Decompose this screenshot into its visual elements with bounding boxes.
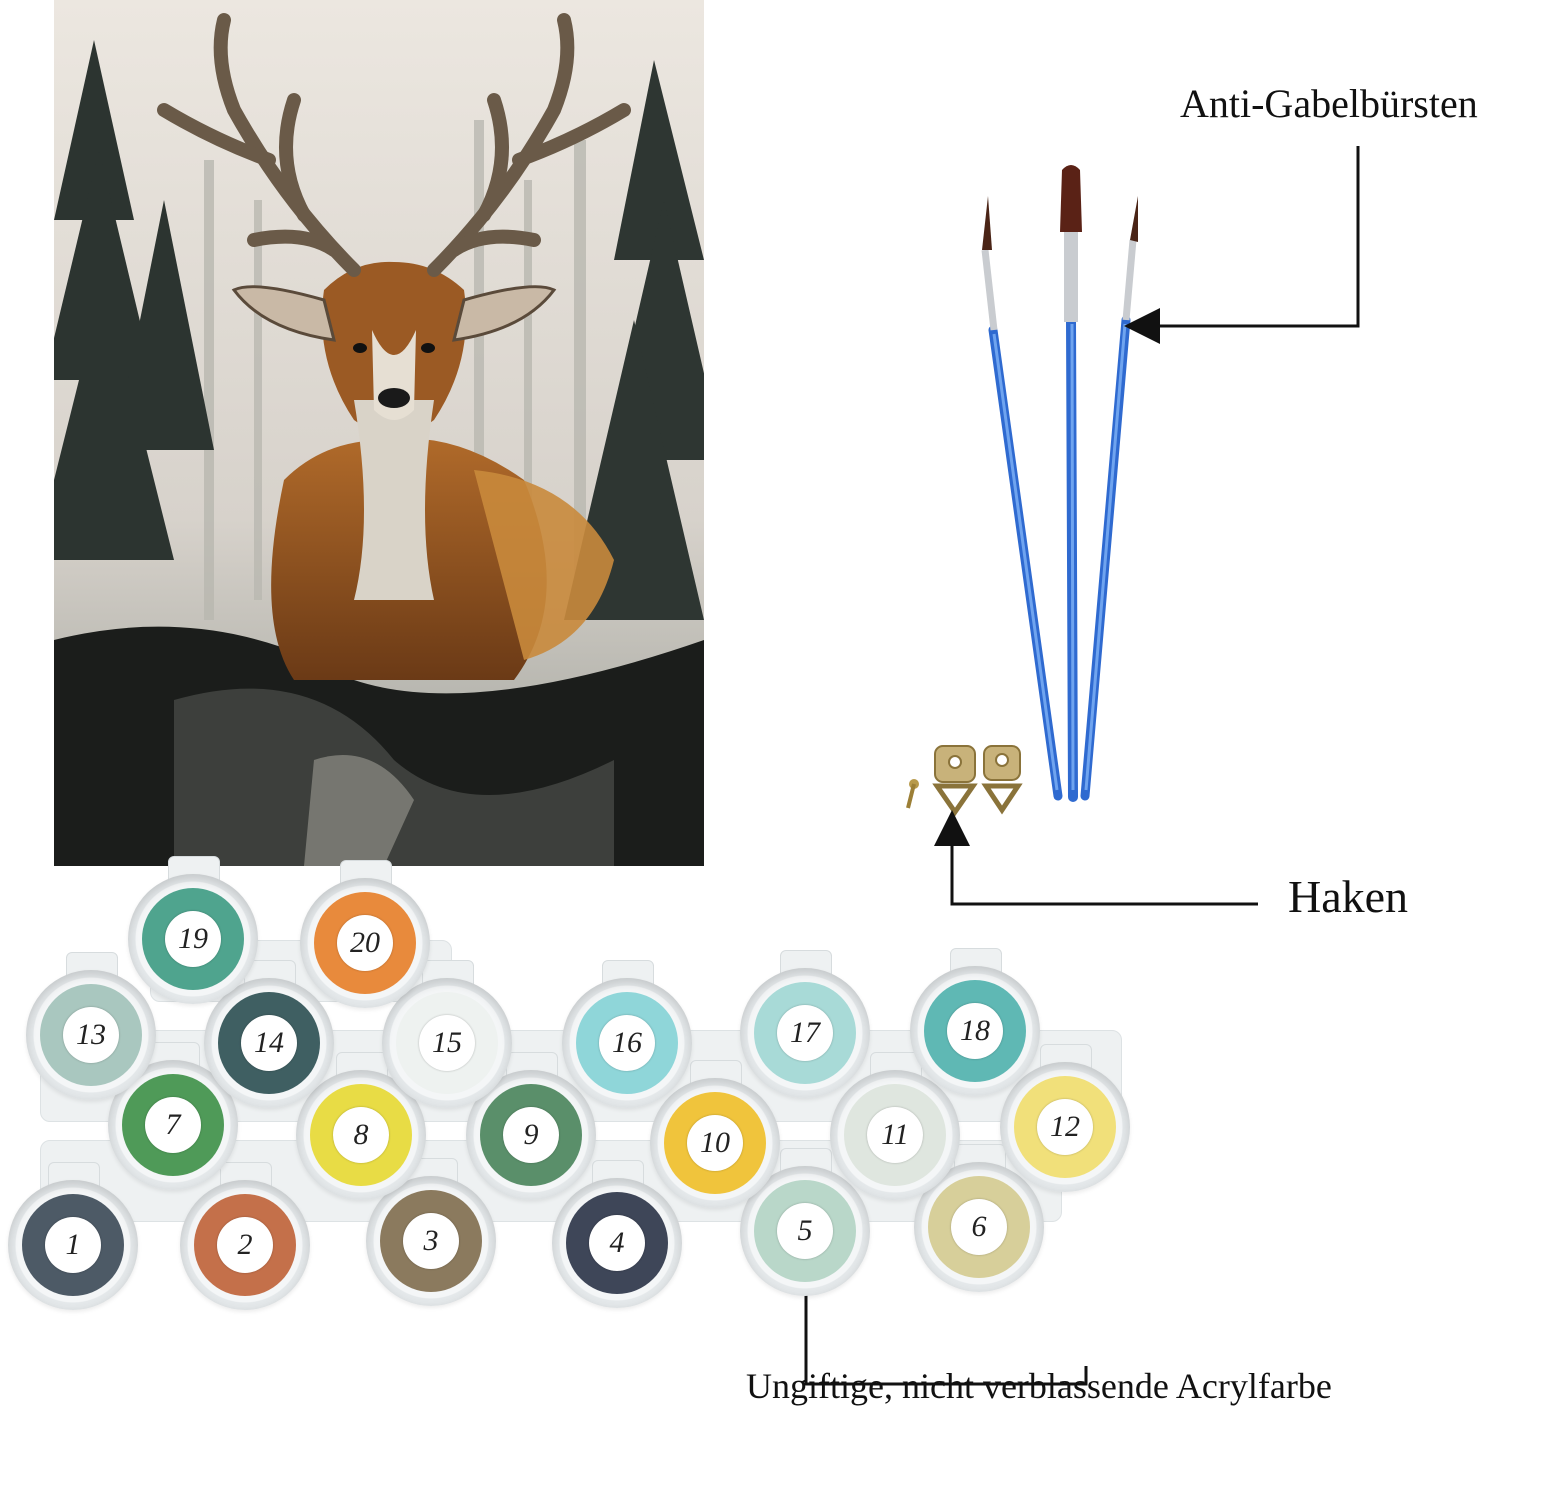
paint-pot-number: 19 bbox=[165, 911, 221, 967]
paint-pot-number: 5 bbox=[777, 1203, 833, 1259]
paint-pot: 19 bbox=[128, 856, 258, 1004]
triangle-hook-icon bbox=[932, 745, 978, 817]
paint-pot: 14 bbox=[204, 960, 334, 1108]
paint-pot: 2 bbox=[180, 1162, 310, 1310]
hooks-label: Haken bbox=[1288, 871, 1409, 922]
paint-pot-number: 16 bbox=[599, 1015, 655, 1071]
paint-pot-number: 18 bbox=[947, 1003, 1003, 1059]
paint-pot: 18 bbox=[910, 948, 1040, 1096]
triangle-hook-icon bbox=[981, 745, 1023, 815]
paint-pot: 15 bbox=[382, 960, 512, 1108]
round-brush-left-icon bbox=[981, 196, 1063, 801]
paint-pot-number: 9 bbox=[503, 1107, 559, 1163]
paint-pot-number: 1 bbox=[45, 1217, 101, 1273]
paint-pot-number: 20 bbox=[337, 915, 393, 971]
paint-pot-number: 14 bbox=[241, 1015, 297, 1071]
brushes-label: Anti-Gabelbürsten bbox=[1180, 81, 1478, 126]
flat-brush-middle-icon bbox=[1060, 165, 1082, 802]
round-brush-right-icon bbox=[1080, 196, 1138, 801]
paint-pot-number: 6 bbox=[951, 1199, 1007, 1255]
paint-pot-number: 2 bbox=[217, 1217, 273, 1273]
paint-pot: 17 bbox=[740, 950, 870, 1098]
paint-pot-number: 3 bbox=[403, 1213, 459, 1269]
paint-pot: 13 bbox=[26, 952, 156, 1100]
brushes-arrow bbox=[1124, 146, 1360, 344]
paint-pot: 3 bbox=[366, 1158, 496, 1306]
paint-pot-number: 11 bbox=[867, 1107, 923, 1163]
screw-icon bbox=[906, 779, 919, 809]
deer-painting-image bbox=[54, 0, 704, 866]
paint-pot-number: 13 bbox=[63, 1007, 119, 1063]
paint-pot: 16 bbox=[562, 960, 692, 1108]
paint-pot: 12 bbox=[1000, 1044, 1130, 1192]
paint-pot: 8 bbox=[296, 1052, 426, 1200]
paint-label: Ungiftige, nicht verblassende Acrylfarbe bbox=[746, 1366, 1332, 1406]
paint-pot-number: 4 bbox=[589, 1215, 645, 1271]
paint-pot: 1 bbox=[8, 1162, 138, 1310]
paint-pot: 10 bbox=[650, 1060, 780, 1208]
paint-pot: 5 bbox=[740, 1148, 870, 1296]
paint-pot-number: 15 bbox=[419, 1015, 475, 1071]
paint-pot: 11 bbox=[830, 1052, 960, 1200]
paint-pot: 20 bbox=[300, 860, 430, 1008]
paint-pot-number: 12 bbox=[1037, 1099, 1093, 1155]
paint-pot: 4 bbox=[552, 1160, 682, 1308]
paint-pot-number: 7 bbox=[145, 1097, 201, 1153]
paint-pot-number: 17 bbox=[777, 1005, 833, 1061]
paint-pot-number: 10 bbox=[687, 1115, 743, 1171]
paint-pot-number: 8 bbox=[333, 1107, 389, 1163]
